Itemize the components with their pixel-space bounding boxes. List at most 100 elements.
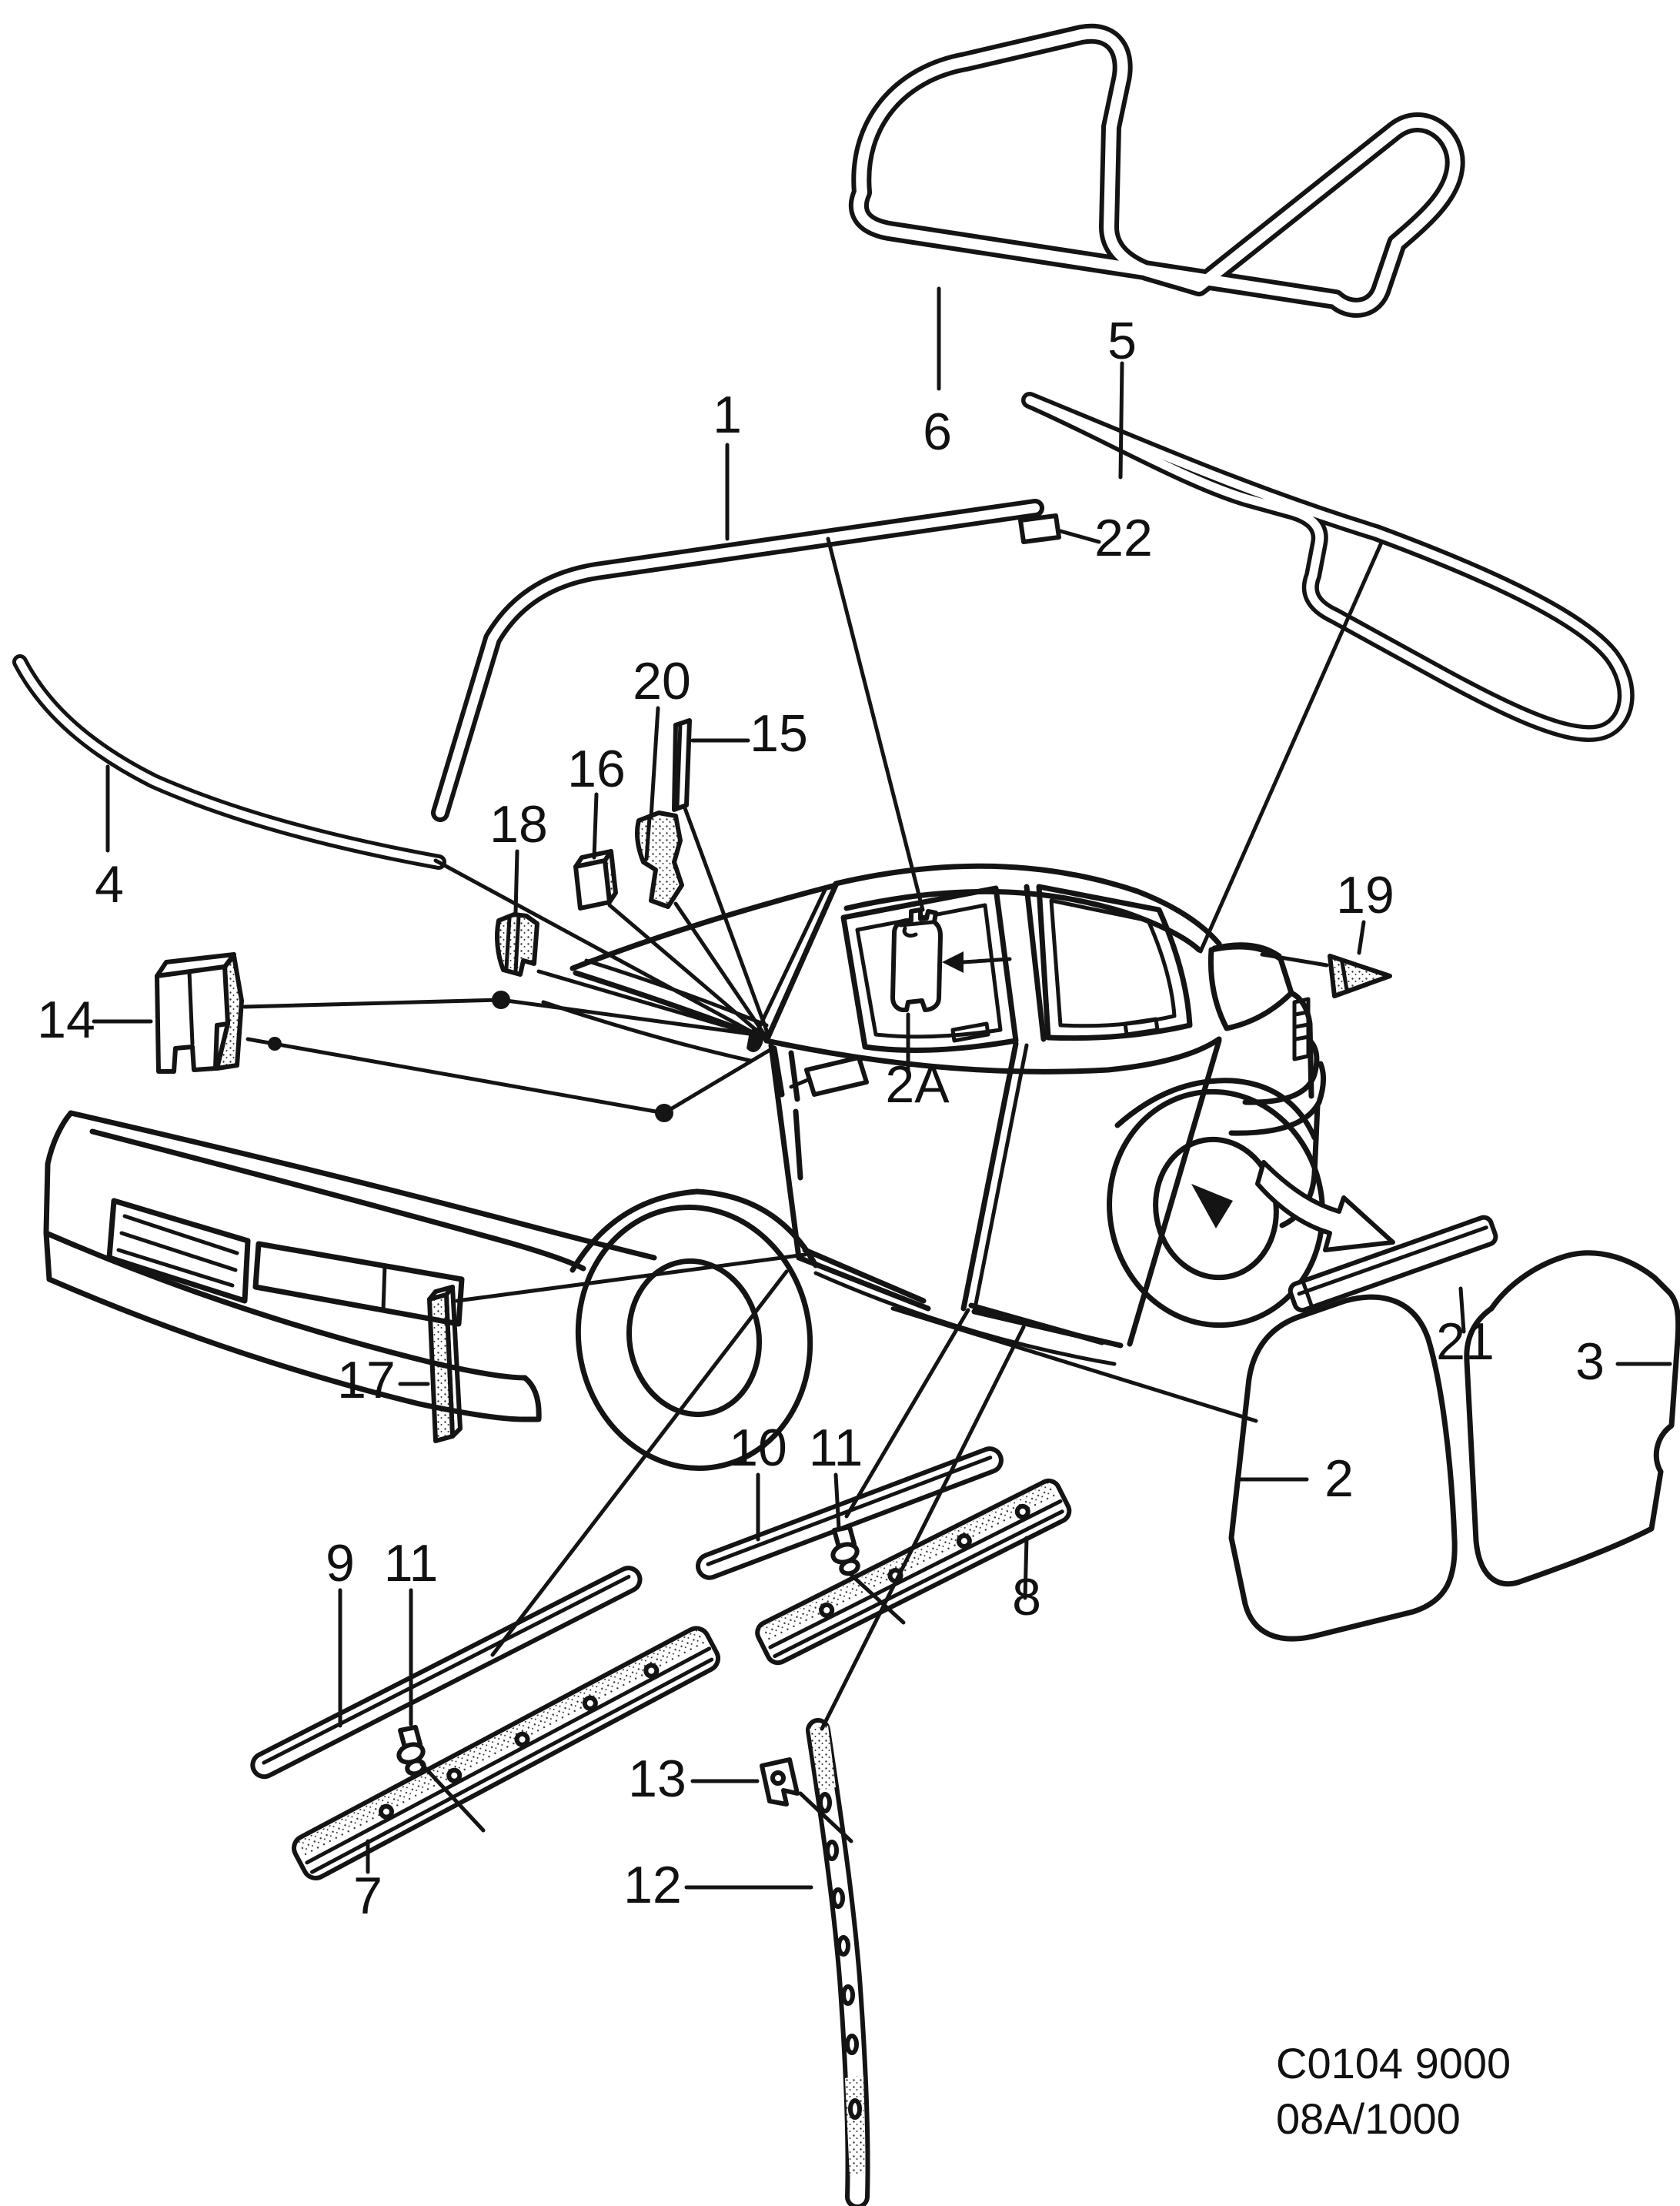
part-2-door-seal <box>1228 1294 1458 1642</box>
scuttle-strip-inner <box>16 658 443 866</box>
part-4-scuttle-strip <box>12 654 446 870</box>
front-door-handle <box>950 1021 990 1043</box>
leader-lines <box>92 286 1672 1890</box>
part-11-clip-right <box>830 1525 860 1576</box>
part-2a-bracket <box>890 907 1012 1012</box>
strip9-inner <box>262 1575 631 1765</box>
label-part-14: 14 <box>37 991 95 1049</box>
fan-18 <box>536 969 767 1040</box>
part-9-sill-moulding <box>250 1566 643 1780</box>
drawing-code: C0104 9000 08A/1000 <box>1276 2039 1511 2143</box>
part-7-sill-moulding <box>292 1626 721 1880</box>
pointer-11-left <box>419 1762 486 1833</box>
headlight <box>252 1241 465 1327</box>
strip12-hole3 <box>831 1887 845 1909</box>
part-11-clip-left <box>396 1725 426 1776</box>
a-pillar-inner <box>758 887 827 1028</box>
label-part-3: 3 <box>1575 1332 1605 1391</box>
strip12-hole1 <box>818 1792 832 1813</box>
part-labels: 1 22 5 6 4 20 16 18 15 14 2A 17 19 21 2 … <box>37 312 1605 1925</box>
label-part-7: 7 <box>353 1867 382 1925</box>
label-part-13: 13 <box>628 1750 686 1808</box>
drop-to-2 <box>890 1306 1258 1423</box>
label-part-22: 22 <box>1094 509 1153 567</box>
drop-to-10 <box>844 1308 970 1519</box>
front-bumper-top <box>43 1230 528 1381</box>
label-part-19: 19 <box>1336 866 1394 924</box>
clip18-groove <box>504 914 521 974</box>
part-13-clip <box>760 1757 800 1807</box>
rocker-line <box>813 1271 1117 1366</box>
strip7-hole2 <box>446 1767 463 1783</box>
part-16-clip <box>573 849 618 911</box>
part-8-sill-moulding <box>755 1478 1072 1666</box>
rear-sill-seal-black <box>968 1302 1105 1345</box>
leader-19 <box>1357 920 1366 955</box>
bracket-arrow-tail <box>961 957 1012 964</box>
label-part-5: 5 <box>1107 312 1137 370</box>
pad17-front <box>427 1292 455 1443</box>
windshield-far-edge <box>569 882 839 971</box>
leader-5 <box>1118 361 1124 480</box>
rear-door-handle <box>1123 1017 1160 1037</box>
label-part-8: 8 <box>1012 1568 1041 1626</box>
backlight-band <box>1211 942 1282 959</box>
fan-4 <box>433 858 767 1041</box>
fan-20 <box>673 901 769 1040</box>
strip12-hole6 <box>845 2034 859 2055</box>
strip12-hole2 <box>825 1840 839 1861</box>
clip20-body <box>635 811 684 909</box>
wedge-body <box>1328 954 1392 998</box>
leader-21 <box>1458 1286 1466 1334</box>
roof-edge <box>833 863 1222 947</box>
grille-slats <box>116 1214 239 1288</box>
fan-14b <box>245 1037 775 1115</box>
seal2-outline <box>1228 1294 1458 1642</box>
strip15-edge <box>675 721 683 809</box>
b-pillar <box>1024 884 1047 1042</box>
leader-11-right <box>833 1472 841 1531</box>
rear-wheel <box>1107 1088 1325 1329</box>
seal3-outline <box>1464 1250 1680 1587</box>
strip8-inner <box>768 1499 1064 1659</box>
wheel-arrowhead <box>1191 1184 1233 1228</box>
front-bumper-cap <box>43 1230 542 1422</box>
label-part-16: 16 <box>567 740 626 798</box>
label-part-1: 1 <box>713 386 742 444</box>
pillar-seal-mark-2 <box>788 1050 800 1102</box>
rear-seal-inner <box>1025 396 1631 738</box>
part-20-clip <box>635 811 684 909</box>
rear-wheel-arch <box>1114 1078 1318 1141</box>
clip20-groove <box>644 815 652 861</box>
label-part-18: 18 <box>489 795 548 854</box>
strip12-stipple-bottom <box>845 2075 865 2175</box>
headlight-divider <box>381 1263 387 1312</box>
rear-bumper-top <box>1242 1038 1320 1105</box>
leader-1-to-roof <box>826 536 925 912</box>
fan-14a <box>242 998 769 1038</box>
pointer-11-right <box>849 1573 906 1625</box>
fan-15 <box>683 806 770 1037</box>
fan-16 <box>607 903 767 1040</box>
front-sill-seal-black <box>802 1247 927 1304</box>
label-part-21: 21 <box>1436 1312 1495 1371</box>
leader-22 <box>1058 529 1101 544</box>
part-14-clip <box>155 952 244 1074</box>
strip12-hole5 <box>841 1984 855 2006</box>
front-wheel <box>575 1205 813 1471</box>
scuttle-strip-outline <box>12 654 446 870</box>
part-18-clip <box>495 912 539 977</box>
hood-edge <box>68 1110 657 1261</box>
label-part-2a: 2A <box>885 1055 950 1114</box>
rear-door-lead-edge <box>972 1043 1029 1314</box>
seal-loop-inner <box>853 28 1461 313</box>
strip8-hole4 <box>1014 1503 1030 1519</box>
door-mirror <box>804 1055 869 1097</box>
drop-to-9 <box>490 1269 789 1657</box>
label-part-11-left: 11 <box>384 1534 439 1593</box>
clip13-hole <box>770 1770 786 1786</box>
leader-16 <box>592 792 599 860</box>
fan-17 <box>455 1252 807 1303</box>
label-part-15: 15 <box>750 704 808 763</box>
